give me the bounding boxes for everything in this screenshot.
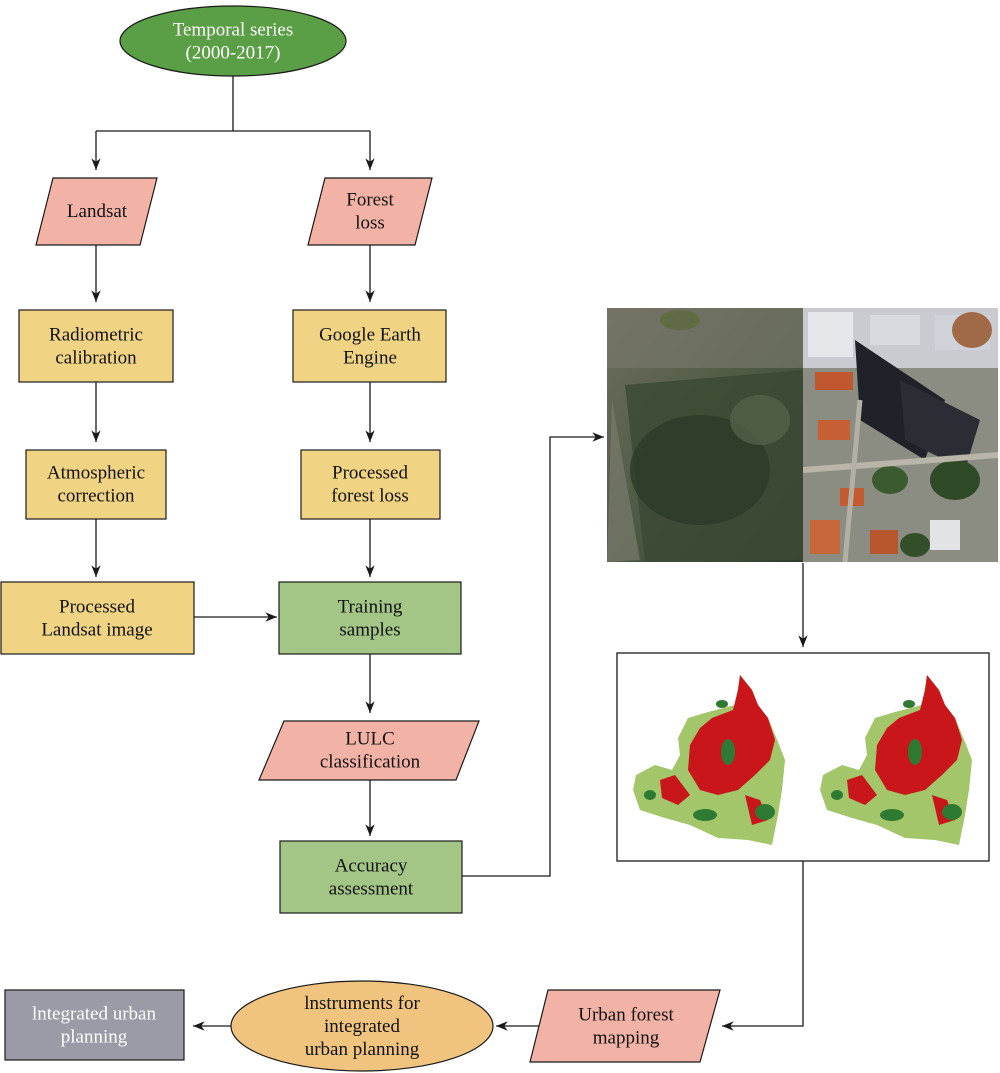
classification-map-icon xyxy=(616,652,990,862)
instruments-line-3: urban planning xyxy=(305,1039,420,1060)
forest-loss-line-1: Forest xyxy=(346,190,394,211)
temporal-series-label: Temporal series(2000-2017) xyxy=(173,20,294,64)
accuracy-line-1: Accuracy xyxy=(335,856,408,877)
arrow-accuracy-to-satellite xyxy=(462,432,604,877)
landsat-line-1: Landsat xyxy=(67,201,128,222)
classification-map-right xyxy=(820,675,972,845)
instruments-line-1: lnstruments for xyxy=(304,993,420,1014)
urban-forest-mapping-line-2: mapping xyxy=(593,1028,660,1049)
processed-landsat-line-1: Processed xyxy=(59,597,135,618)
urban-forest-mapping-line-1: Urban forest xyxy=(578,1005,674,1026)
landsat-label: Landsat xyxy=(67,201,128,222)
training-line-2: samples xyxy=(339,620,400,641)
atmospheric-line-2: correction xyxy=(57,486,135,507)
processed-forest-loss-line-2: forest loss xyxy=(331,486,409,507)
processed-forest-loss-line-1: Processed xyxy=(332,463,408,484)
classification-map-left xyxy=(633,675,785,845)
training-line-1: Training xyxy=(338,597,403,618)
atmospheric-line-1: Atmospheric xyxy=(47,463,145,484)
instruments-line-2: integrated xyxy=(324,1016,400,1037)
processed-landsat-line-2: Landsat image xyxy=(41,620,152,641)
node-landsat: Landsat xyxy=(35,177,158,246)
connectors xyxy=(91,76,808,1031)
accuracy-line-2: assessment xyxy=(329,879,414,900)
forest-loss-line-2: loss xyxy=(355,213,385,234)
radiometric-line-1: Radiometric xyxy=(49,325,143,346)
radiometric-line-2: calibration xyxy=(55,348,137,369)
arrow-maps-to-urban-forest xyxy=(722,861,804,1031)
satellite-image-icon xyxy=(607,308,998,562)
lulc-line-1: LULC xyxy=(345,729,395,750)
lulc-line-2: classification xyxy=(320,752,421,773)
temporal-series-line-2: (2000-2017) xyxy=(186,43,281,64)
gee-line-2: Engine xyxy=(343,348,397,369)
integrated-line-1: lntegrated urban xyxy=(32,1004,156,1025)
temporal-series-line-1: Temporal series xyxy=(173,20,294,41)
integrated-line-2: planning xyxy=(61,1027,128,1048)
gee-line-1: Google Earth xyxy=(319,325,421,346)
node-temporal-series: Temporal series(2000-2017) xyxy=(119,5,347,77)
